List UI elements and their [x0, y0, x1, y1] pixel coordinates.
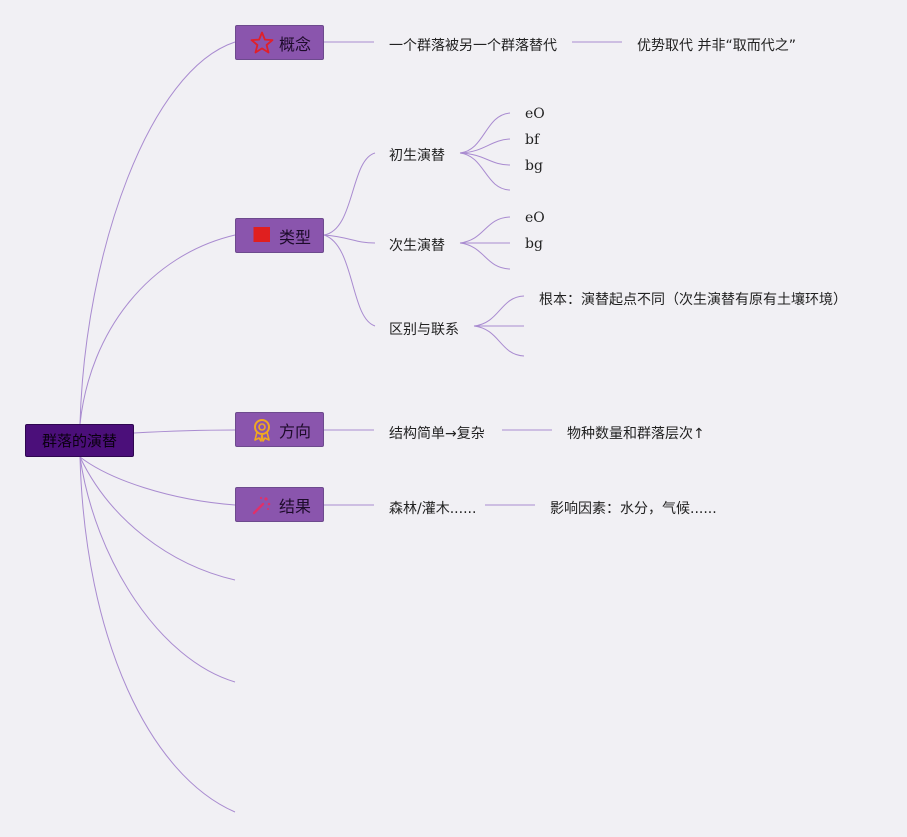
secondary-child-2[interactable]: bg [525, 236, 543, 252]
primary-child-1[interactable]: eO [525, 106, 545, 122]
result-label[interactable]: 森林/灌木...... [389, 501, 477, 517]
link-types-secondary [323, 234, 376, 244]
type-secondary[interactable]: 次生演替 [389, 238, 445, 254]
link-types-difference [323, 234, 376, 327]
root-node[interactable]: 群落的演替 [25, 424, 134, 457]
root-label: 群落的演替 [41, 432, 117, 450]
branch-concept[interactable]: 概念 [235, 25, 324, 60]
branch-types[interactable]: 类型 [235, 218, 324, 253]
concept-note[interactable]: 优势取代 并非“取而代之” [637, 38, 796, 54]
type-primary[interactable]: 初生演替 [389, 148, 445, 164]
star-icon [250, 31, 274, 55]
link-root-empty-3 [79, 456, 236, 813]
link-root-types [79, 234, 236, 425]
primary-child-2[interactable]: bf [525, 132, 540, 148]
difference-child-1[interactable]: 根本：演替起点不同（次生演替有原有土壤环境） [539, 292, 847, 308]
medal-icon [250, 418, 274, 442]
primary-child-3[interactable]: bg [525, 158, 543, 174]
direction-label[interactable]: 结构简单→复杂 [389, 426, 485, 442]
link-root-direction [133, 429, 236, 434]
result-note[interactable]: 影响因素：水分，气候...... [550, 501, 717, 517]
link-root-result [79, 456, 236, 506]
branch-concept-label: 概念 [279, 34, 312, 54]
branch-direction[interactable]: 方向 [235, 412, 324, 447]
branch-types-label: 类型 [279, 227, 312, 247]
branch-result-label: 结果 [279, 496, 312, 516]
link-root-empty-2 [79, 456, 236, 683]
red-flag-icon [250, 224, 274, 248]
type-difference[interactable]: 区别与联系 [389, 322, 459, 338]
branch-direction-label: 方向 [279, 421, 312, 441]
branch-result[interactable]: 结果 [235, 487, 324, 522]
secondary-child-1[interactable]: eO [525, 210, 545, 226]
direction-note[interactable]: 物种数量和群落层次↑ [567, 426, 705, 442]
link-root-concept [79, 41, 236, 425]
sparkle-icon [250, 493, 274, 517]
link-types-primary [323, 152, 376, 236]
link-root-empty-1 [79, 456, 236, 581]
concept-definition[interactable]: 一个群落被另一个群落替代 [389, 38, 557, 54]
